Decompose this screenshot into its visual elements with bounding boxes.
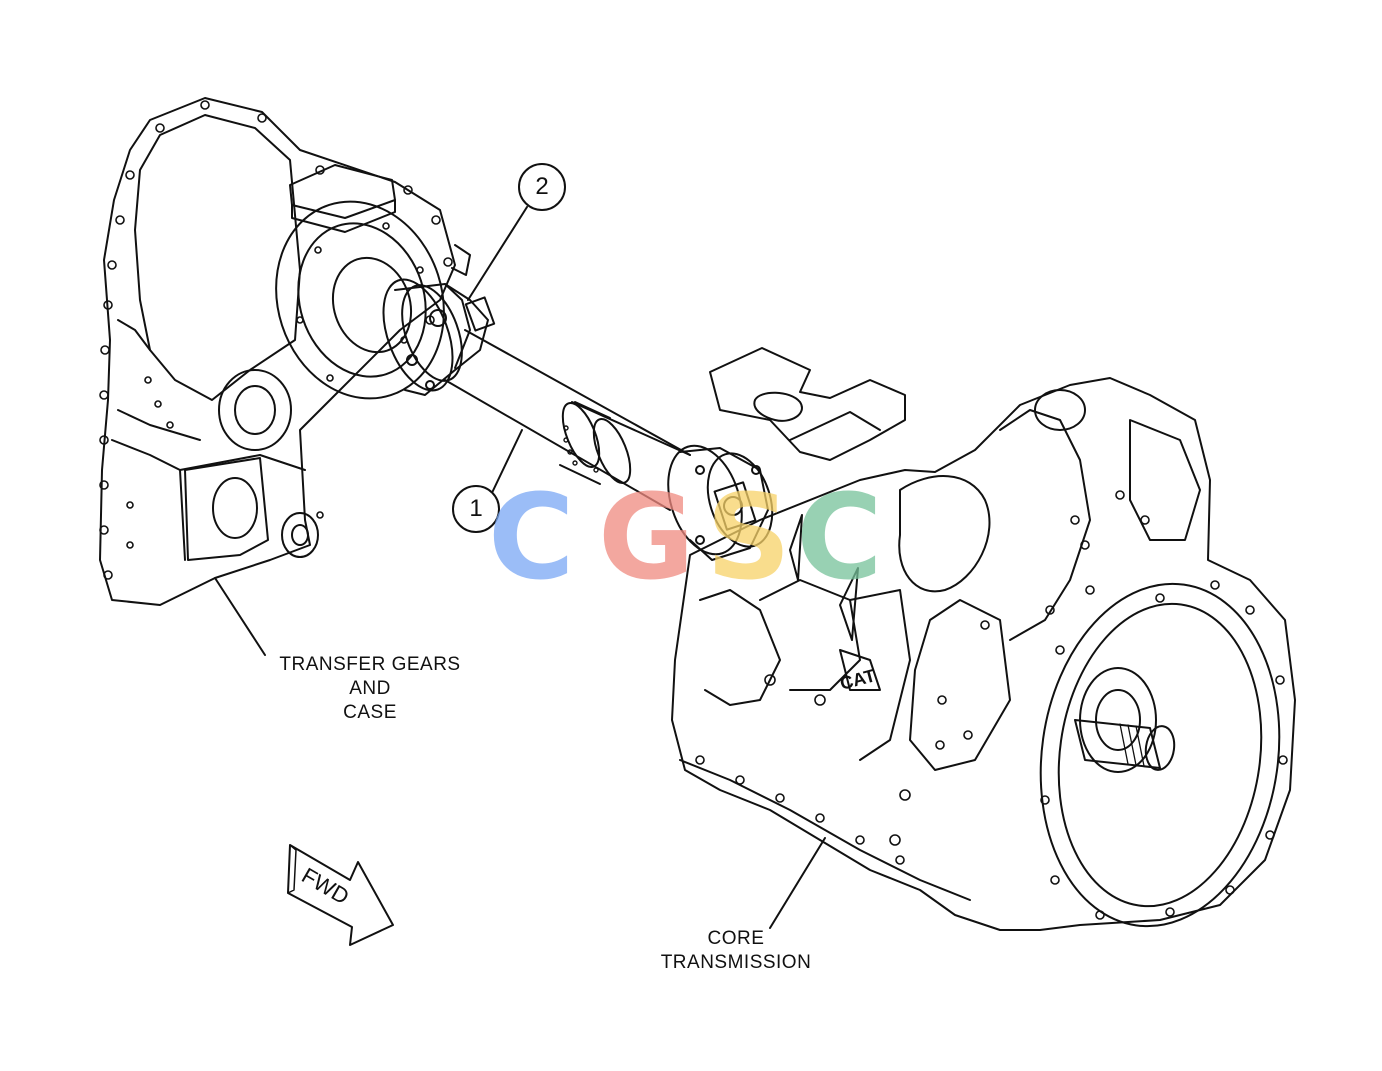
transfer-case xyxy=(99,97,471,606)
watermark-letter-4: C xyxy=(796,468,883,606)
watermark-letter-3: S xyxy=(706,468,791,606)
fwd-arrow: FWD xyxy=(287,844,394,946)
core-label-line-1: CORE xyxy=(707,928,765,949)
leader-line-2 xyxy=(467,206,528,301)
transfer-gears-label: TRANSFER GEARS AND CASE xyxy=(268,653,472,725)
leader-lines xyxy=(214,206,826,929)
drive-shaft xyxy=(382,278,774,561)
leader-line-transfer xyxy=(214,577,266,656)
core-transmission-label: CORE TRANSMISSION xyxy=(646,927,826,975)
watermark-letter-1: C xyxy=(488,468,575,606)
leader-line-core xyxy=(769,837,826,929)
transfer-label-line-3: CASE xyxy=(343,702,397,723)
front-universal-joint xyxy=(667,444,774,561)
core-transmission: CAT xyxy=(671,347,1296,931)
watermark-letter-2: G xyxy=(598,468,695,606)
leader-line-1 xyxy=(489,429,523,498)
rear-universal-joint xyxy=(382,278,496,396)
transfer-label-line-2: AND xyxy=(349,678,391,699)
core-label-line-2: TRANSMISSION xyxy=(660,952,812,973)
callout-2: 2 xyxy=(518,163,566,211)
callout-1: 1 xyxy=(452,485,500,533)
transfer-label-line-1: TRANSFER GEARS xyxy=(279,654,461,675)
